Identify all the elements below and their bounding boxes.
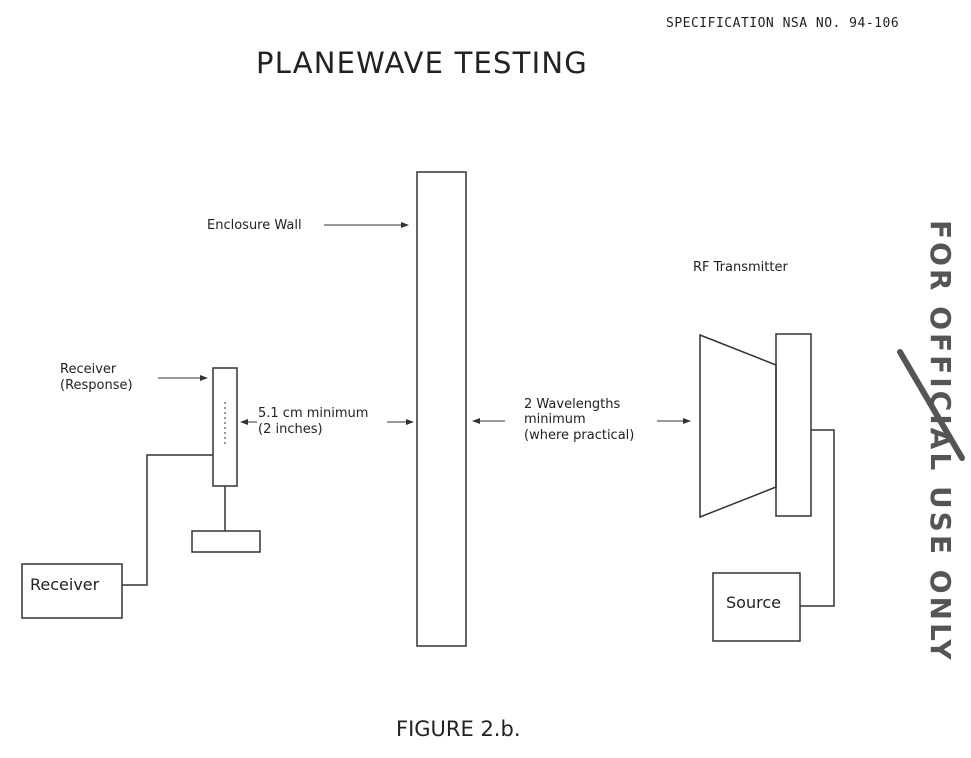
wavelength-label: 2 Wavelengths [524,397,621,412]
enclosure-wall-label: Enclosure Wall [207,218,302,233]
figure-caption: FIGURE 2.b. [396,717,521,741]
specification-number: SPECIFICATION NSA NO. 94-106 [666,16,899,31]
stamp-strike [897,349,965,461]
source-box [712,572,801,642]
antenna-stand-base [191,530,261,553]
page-title: PLANEWAVE TESTING [256,46,588,80]
receiver-response-label: Receiver [60,362,117,377]
rf-transmitter-horn [699,333,777,519]
distance-label: 5.1 cm minimum [258,406,368,421]
distance-label-2: (2 inches) [258,422,323,437]
source-cable [800,429,835,607]
enclosure-wall [416,171,467,647]
rf-transmitter-body [775,333,812,517]
source-box-label: Source [726,593,781,612]
receiver-cable [122,454,213,586]
receiver-response-label-2: (Response) [60,378,133,393]
receiver-box-label: Receiver [30,575,100,594]
rf-transmitter-label: RF Transmitter [693,260,788,275]
wavelength-label-2: minimum [524,412,586,427]
wavelength-label-3: (where practical) [524,428,634,443]
receiver-box [21,563,123,619]
